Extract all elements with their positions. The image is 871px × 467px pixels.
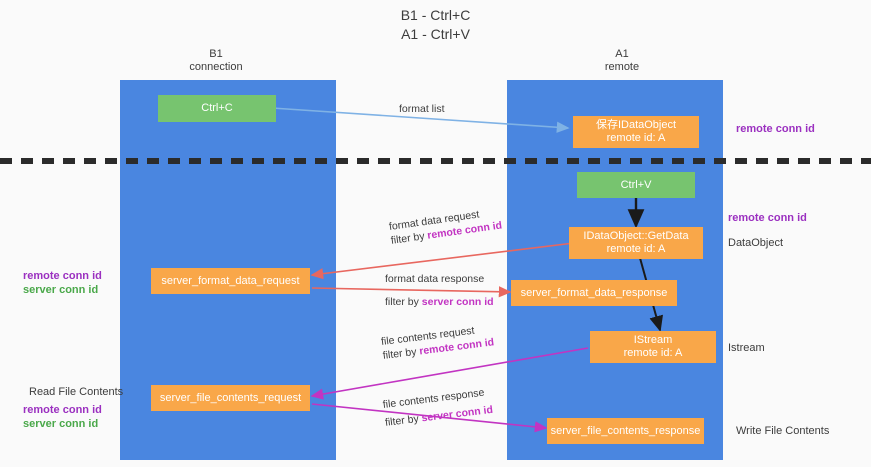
label-dataobject: DataObject xyxy=(728,237,784,249)
label-left-server-conn-id: server conn id xyxy=(23,284,99,296)
label-write-file-contents: Write File Contents xyxy=(736,425,830,437)
edge-label-file-contents-response: file contents response filter by server … xyxy=(382,385,494,430)
node-idataobject-getdata[interactable]: IDataObject::GetData remote id: A xyxy=(569,227,703,259)
edge-label-file-contents-request: file contents request filter by remote c… xyxy=(380,321,495,362)
right-column-header: A1 remote xyxy=(604,48,640,73)
filter-prefix: filter by xyxy=(385,296,422,308)
edge-label-format-data-response-line1: format data response xyxy=(385,273,485,285)
node-server-file-contents-response[interactable]: server_file_contents_response xyxy=(547,418,704,444)
node-server-format-data-response[interactable]: server_format_data_response xyxy=(511,280,677,306)
left-column-header: B1 connection xyxy=(189,48,243,73)
edge-label-format-data-response: format data response filter by server co… xyxy=(385,272,494,309)
filter-key: server conn id xyxy=(420,403,494,425)
filter-prefix: filter by xyxy=(390,229,429,247)
label-istream: Istream xyxy=(728,342,765,354)
page-title: B1 - Ctrl+C A1 - Ctrl+V xyxy=(400,7,471,42)
node-save-idataobject[interactable]: 保存IDataObject remote id: A xyxy=(573,116,699,148)
node-ctrl-c[interactable]: Ctrl+C xyxy=(158,95,276,122)
label-remote-conn-id-mid: remote conn id xyxy=(728,212,807,224)
edge-label-format-data-request: format data request filter by remote con… xyxy=(388,205,503,248)
node-istream[interactable]: IStream remote id: A xyxy=(590,331,716,363)
edge-label-format-data-response-line2: filter by server conn id xyxy=(385,295,494,309)
label-remote-conn-id-top: remote conn id xyxy=(736,123,815,135)
filter-key: server conn id xyxy=(421,296,494,308)
filter-prefix: filter by xyxy=(384,412,423,429)
edge-label-format-list: format list xyxy=(399,103,445,115)
node-ctrl-v[interactable]: Ctrl+V xyxy=(577,172,695,198)
node-server-format-data-request[interactable]: server_format_data_request xyxy=(151,268,310,294)
label-left-remote-conn-id-2: remote conn id xyxy=(23,404,102,416)
label-left-remote-conn-id: remote conn id xyxy=(23,270,102,282)
label-read-file-contents: Read File Contents xyxy=(29,386,124,398)
filter-prefix: filter by xyxy=(382,345,421,362)
label-left-server-conn-id-2: server conn id xyxy=(23,418,99,430)
node-server-file-contents-request[interactable]: server_file_contents_request xyxy=(151,385,310,411)
